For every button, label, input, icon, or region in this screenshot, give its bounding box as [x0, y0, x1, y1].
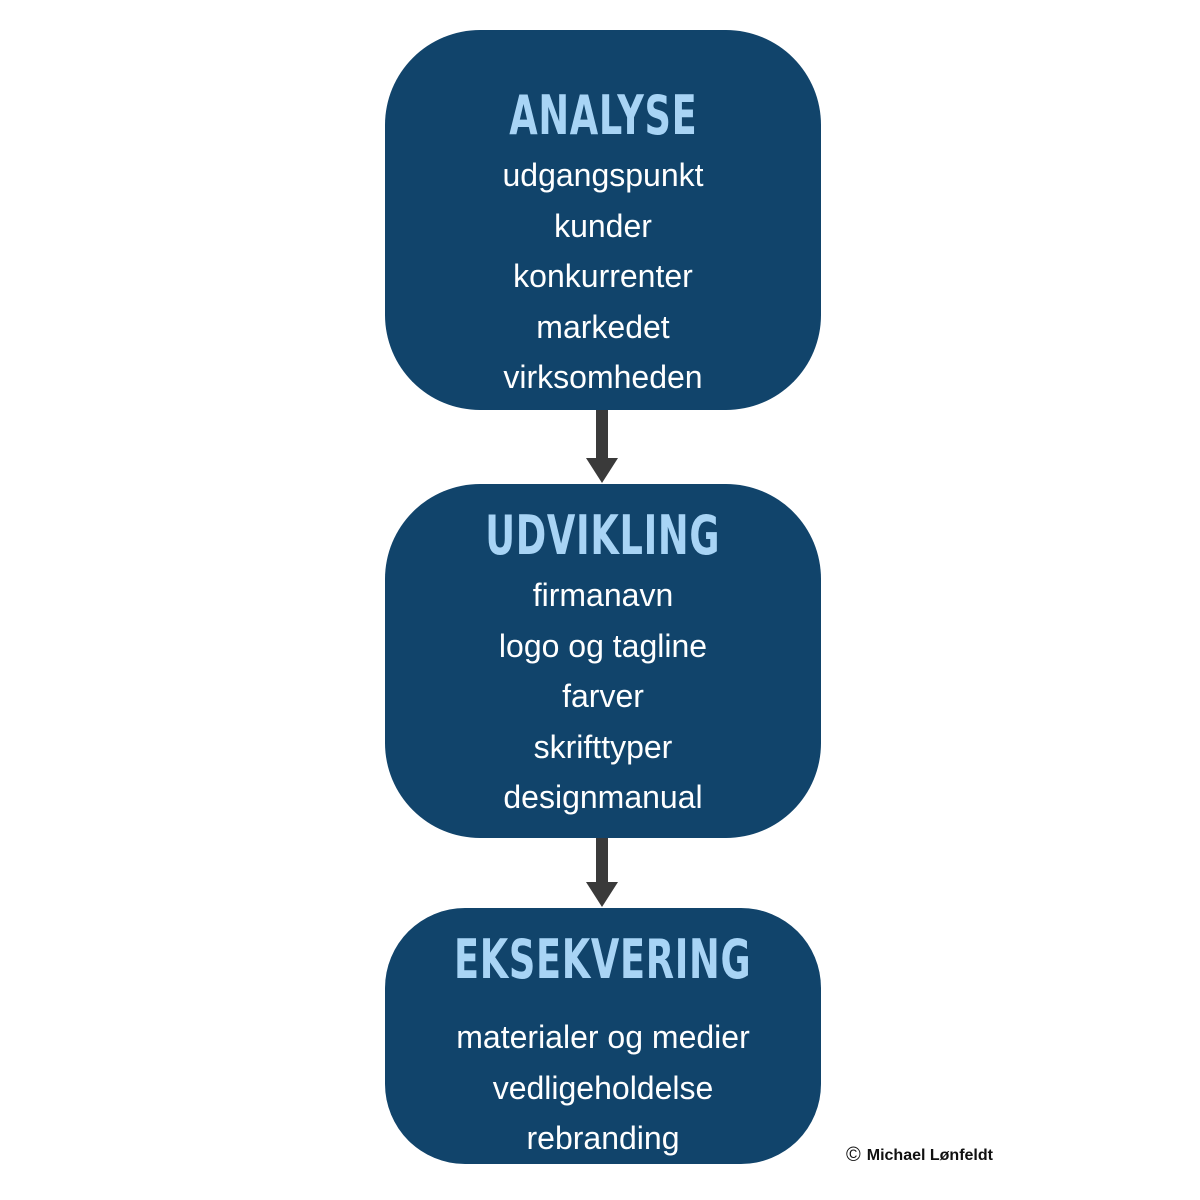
stage-item: markedet — [536, 308, 670, 345]
stage-box-analyse: ANALYSE udgangspunkt kunder konkurrenter… — [385, 30, 821, 410]
stage-item: udgangspunkt — [502, 157, 704, 193]
copyright-notice: © Michael Lønfeldt — [846, 1144, 993, 1167]
arrow-down-icon — [586, 410, 618, 483]
copyright-text: Michael Lønfeldt — [866, 1146, 993, 1164]
stage-items-udvikling: firmanavn logo og tagline farver skriftt… — [499, 570, 707, 823]
stage-item: vedligeholdelse — [492, 1069, 714, 1106]
arrow-down-icon — [586, 838, 618, 907]
stage-title-analyse: ANALYSE — [508, 84, 698, 147]
stage-title-udvikling: UDVIKLING — [485, 504, 721, 567]
stage-item: designmanual — [503, 779, 703, 815]
stage-box-eksekvering: EKSEKVERING materialer og medier vedlige… — [385, 908, 821, 1164]
stage-item: skrifttyper — [533, 728, 673, 765]
copyright-icon: © — [846, 1144, 861, 1166]
stage-title-eksekvering: EKSEKVERING — [454, 928, 752, 991]
stage-items-eksekvering: materialer og medier vedligeholdelse reb… — [456, 1012, 749, 1164]
stage-box-udvikling: UDVIKLING firmanavn logo og tagline farv… — [385, 484, 821, 838]
stage-item: virksomheden — [503, 359, 703, 395]
stage-item: firmanavn — [532, 577, 674, 613]
stage-item: farver — [562, 678, 644, 714]
stage-item: konkurrenter — [513, 258, 693, 294]
stage-item: kunder — [554, 207, 652, 244]
stage-item: logo og tagline — [498, 627, 708, 664]
stage-item: rebranding — [526, 1120, 680, 1156]
stage-item: materialer og medier — [456, 1019, 750, 1055]
stage-items-analyse: udgangspunkt kunder konkurrenter markede… — [502, 150, 703, 403]
